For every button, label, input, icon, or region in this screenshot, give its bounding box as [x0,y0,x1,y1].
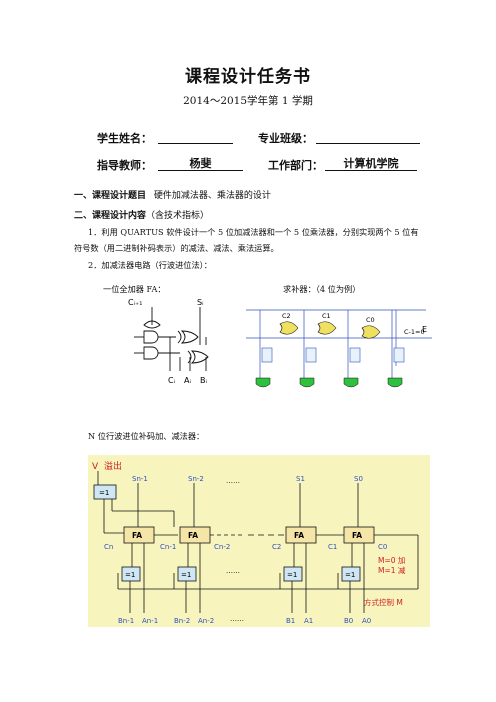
caption-full-adder: 一位全加器 FA： [103,284,166,294]
input-label-bn1: Bn-1 [118,617,134,625]
fa-b-label: Bᵢ [200,376,207,385]
complementer-diagram: C2 C1 C0 C-1=0 E [246,309,432,388]
dept-field[interactable]: 计算机学院 [325,157,417,171]
overflow-xor-label: =1 [99,489,109,497]
mode-sub-label: M=1 减 [378,565,406,575]
carry-label-cn1: Cn-1 [160,543,176,551]
overflow-v-symbol: V [92,462,99,472]
xor-block-1 [283,566,303,582]
page-title: 课程设计任务书 [185,67,311,87]
student-label: 学生姓名： [97,132,152,145]
input-label-an1: An-1 [142,617,158,625]
fa-block-n2 [179,526,211,544]
fa-label-0: FA [352,531,362,540]
xor-block-0 [341,566,361,582]
caption-complementer: 求补器：（4 位为例） [283,284,361,294]
fa-a-label: Aᵢ [184,376,191,385]
sum-label-1: S1 [296,475,305,483]
input-label-bn2: Bn-2 [174,617,190,625]
nbit-adder-diagram: V 溢出 [88,455,430,627]
fa-label-1: FA [294,531,304,540]
carry-label-c0: C0 [378,543,387,551]
overflow-label: 溢出 [104,460,122,472]
xor-label-1: =1 [287,571,297,579]
comp-carry-c1: C1 [322,312,331,320]
xor-block-n1 [121,566,141,582]
item-2: 2．加减法器电路（行波进位法）： [88,260,212,270]
input-label-an2: An-2 [198,617,214,625]
input-label-b1: B1 [286,617,295,625]
student-field[interactable] [158,130,233,144]
comp-carry-cm1: C-1=0 [404,328,425,336]
comp-e-label: E [422,325,427,334]
carry-label-c2: C2 [272,543,281,551]
section-2-note: （含技术指标） [146,211,210,221]
major-field[interactable] [316,130,420,144]
input-label-ellipsis: …… [230,615,244,623]
section-1: 一、课程设计题目 硬件加减法器、乘法器的设计 [74,188,271,201]
fa-label-n1: FA [132,531,142,540]
fa-block-1 [285,526,317,544]
input-label-a0: A0 [362,617,371,625]
section-2: 二、课程设计内容（含技术指标） [74,208,209,221]
sum-label-ellipsis: …… [226,477,240,485]
dept-label: 工作部门： [268,159,323,172]
sum-label-0: S0 [354,475,363,483]
teacher-field[interactable]: 杨斐 [158,157,243,171]
full-adder-diagram: Cᵢ₊₁ Sᵢ Cᵢ Aᵢ Bᵢ [128,298,209,385]
fa-label-n2: FA [188,531,198,540]
fa-sum-label: Sᵢ [197,298,204,307]
carry-label-cn2: Cn-2 [214,543,230,551]
item-1-line-1: 1．利用 QUARTUS 软件设计一个 5 位加减法器和一个 5 位乘法器，分别… [88,227,419,237]
sum-label-n2: Sn-2 [188,475,204,483]
sum-label-n1: Sn-1 [132,475,148,483]
caption-nbit-adder: N 位行波进位补码加、减法器： [88,431,205,441]
carry-label-cn: Cn [104,543,113,551]
comp-carry-c2: C2 [282,312,291,320]
section-1-text: 硬件加减法器、乘法器的设计 [153,191,271,201]
xor-label-n2: =1 [181,571,191,579]
overflow-xor [93,484,117,500]
fa-block-0 [343,526,375,544]
xor-label-0: =1 [345,571,355,579]
xor-label-n1: =1 [125,571,135,579]
fa-block-n1 [123,526,155,544]
fa-cout-label: Cᵢ₊₁ [128,298,142,307]
mode-control-label: 方式控制 M [364,597,403,607]
major-label: 专业班级： [258,132,313,145]
carry-label-c1: C1 [328,543,337,551]
item-1-line-2: 符号数（用二进制补码表示）的减法、减法、乘法运算。 [74,243,279,253]
mid-ellipsis: …… [226,567,240,575]
mode-add-label: M=0 加 [378,555,405,565]
input-label-a1: A1 [304,617,313,625]
xor-block-n2 [177,566,197,582]
section-1-heading: 一、课程设计题目 [74,191,147,201]
section-2-heading: 二、课程设计内容 [74,211,147,221]
fa-cin-label: Cᵢ [168,376,175,385]
comp-carry-c0: C0 [366,316,375,324]
page-subtitle: 2014～2015学年第 1 学期 [183,95,313,107]
teacher-label: 指导教师： [97,159,152,172]
input-label-b0: B0 [344,617,353,625]
